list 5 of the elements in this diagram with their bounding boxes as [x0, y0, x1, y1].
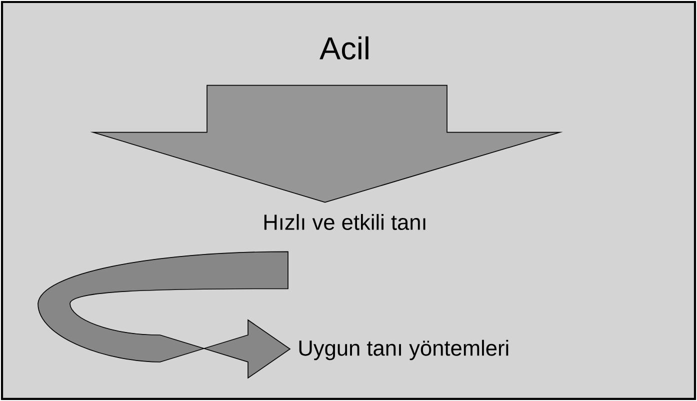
block-arrow: [38, 251, 290, 378]
node-label: Uygun tanı yöntemleri: [299, 340, 508, 360]
node-label: Hızlı ve etkili tanı: [264, 214, 426, 230]
block-arrow: [90, 84, 563, 203]
node-label: Acil: [320, 36, 368, 60]
